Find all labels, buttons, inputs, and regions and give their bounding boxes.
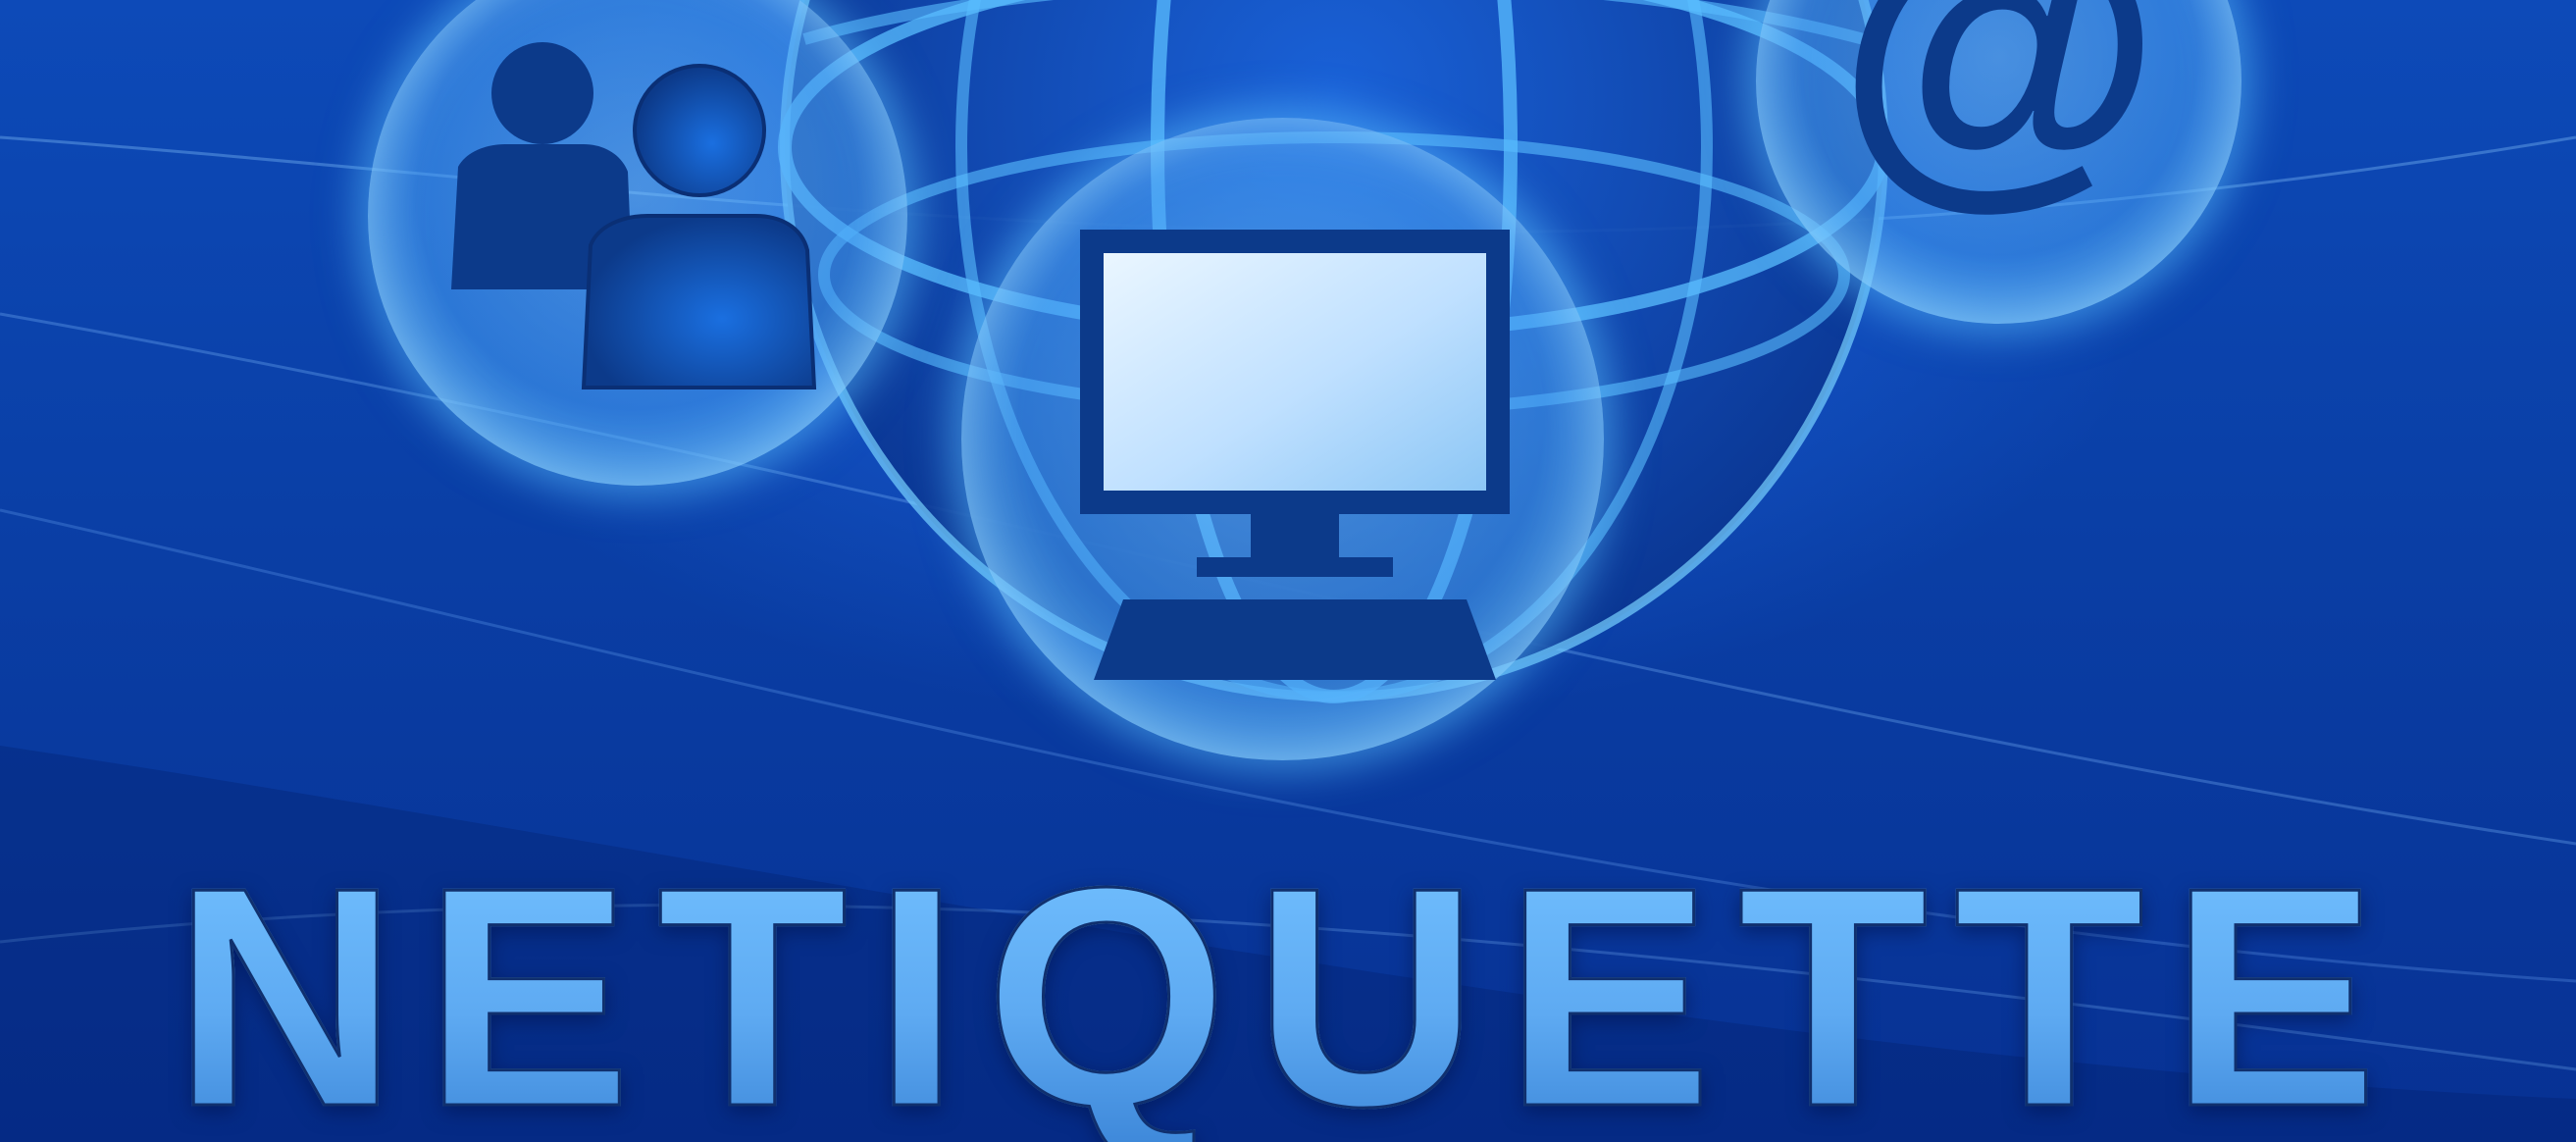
users-icon (451, 42, 817, 389)
swoosh-band (0, 746, 2576, 1142)
svg-text:@: @ (1836, 0, 2162, 234)
swoosh-line (0, 508, 2576, 983)
page-title: NETIQUETTE (0, 840, 2576, 1142)
computer-icon (1080, 230, 1510, 680)
swoosh-line (0, 904, 2576, 1071)
at-sign-icon: @ (1836, 0, 2162, 234)
